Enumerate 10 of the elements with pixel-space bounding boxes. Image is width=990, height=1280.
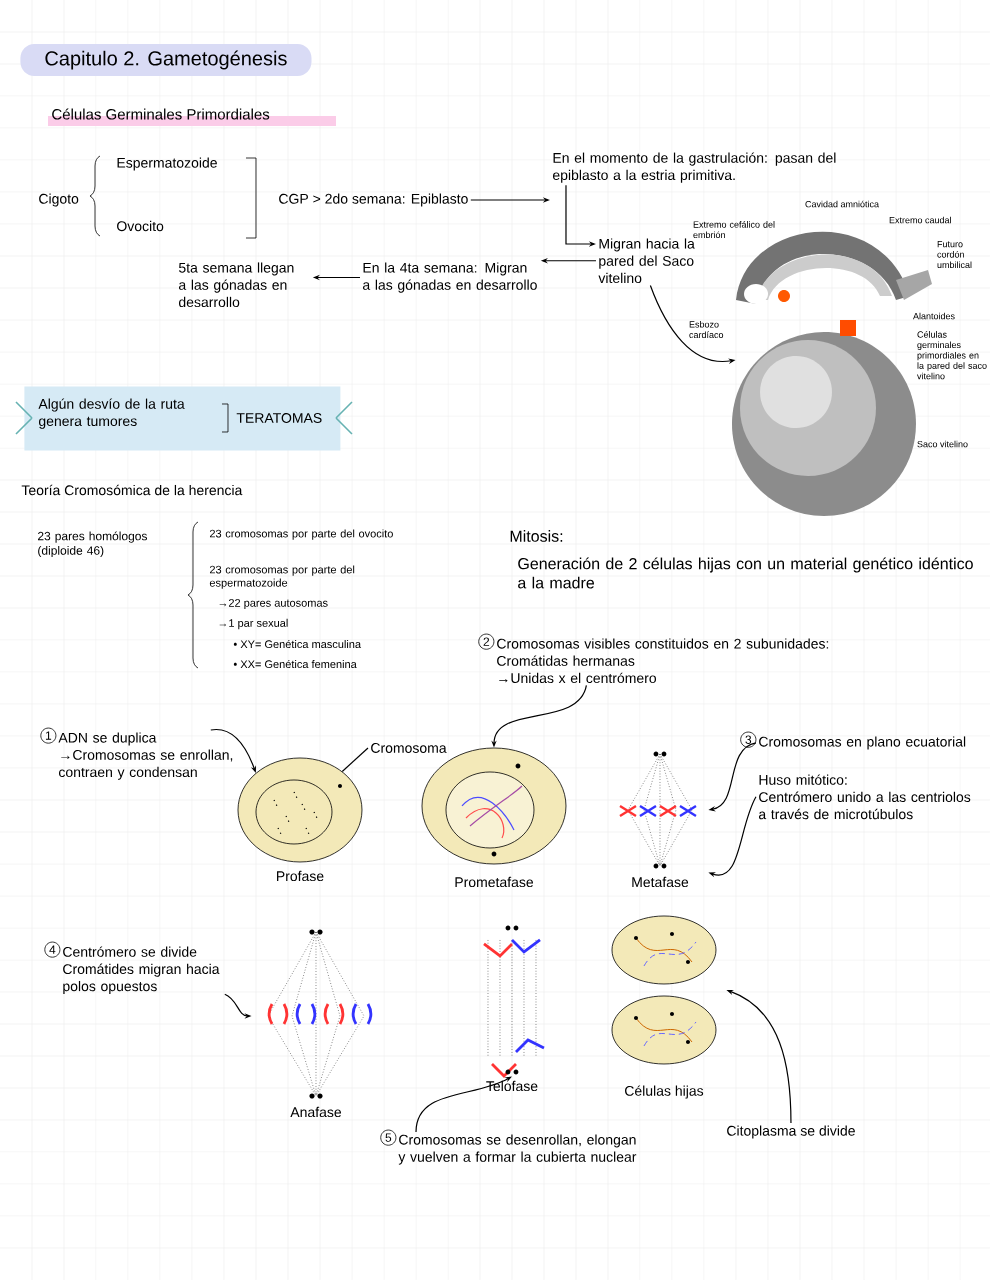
- cell-drawing: [483, 925, 545, 1078]
- leader-line: [341, 747, 369, 773]
- cell-drawing: [237, 757, 363, 863]
- cell-drawing: [267, 929, 372, 1099]
- note-text: Generación de 2 células hijas con un material genético idéntico a la madre: [518, 557, 973, 589]
- arrow: [415, 1076, 512, 1133]
- heading: Mitosis:: [510, 530, 563, 542]
- cell-drawing: [618, 751, 698, 869]
- title-band: Capitulo 2. Gametogénesis: [20, 43, 312, 77]
- cell-drawing: [611, 915, 717, 1065]
